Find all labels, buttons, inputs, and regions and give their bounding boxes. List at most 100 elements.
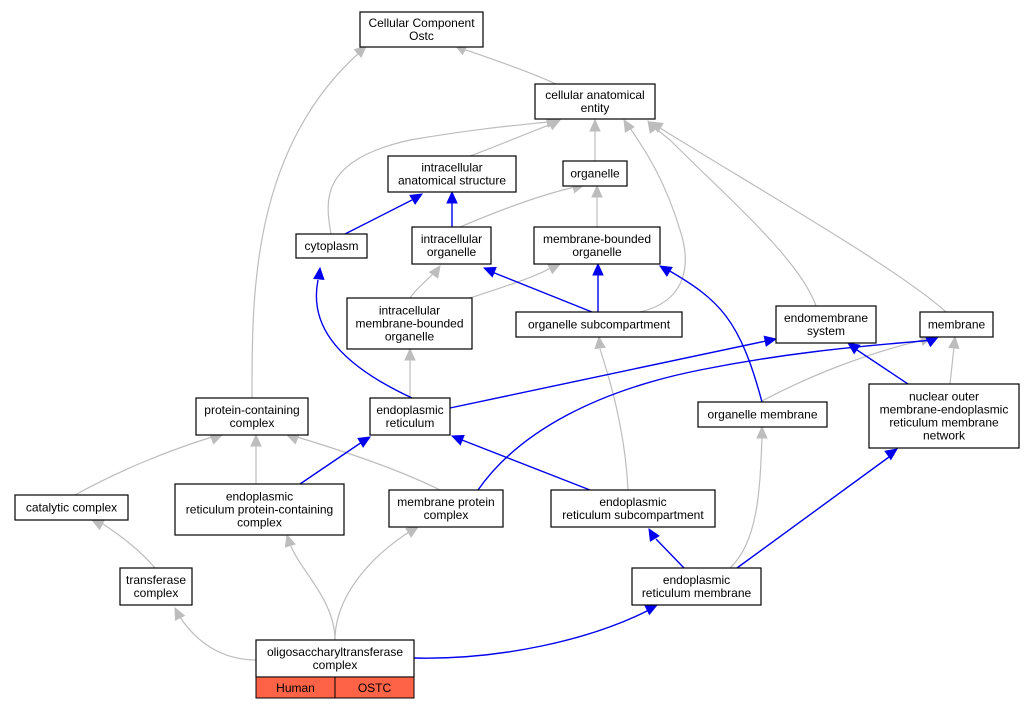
badge-label: OSTC — [358, 681, 392, 695]
part-of-edge — [313, 266, 413, 399]
is-a-edge — [284, 533, 336, 641]
part-of-edge — [592, 262, 604, 312]
node-label: endoplasmic — [663, 573, 730, 587]
node-label: endoplasmic — [599, 495, 666, 509]
is-a-edge — [623, 118, 686, 313]
arrowhead-icon — [623, 118, 635, 133]
is-a-edge — [647, 120, 817, 307]
arrowhead-icon — [649, 121, 664, 133]
node-box — [295, 233, 368, 259]
edge-line — [469, 123, 553, 157]
arrowhead-icon — [592, 262, 604, 276]
part-of-edge — [648, 527, 685, 569]
node-label: endoplasmic — [226, 490, 293, 504]
arrowhead-icon — [353, 45, 367, 58]
node-label: intracellular — [421, 161, 482, 175]
node-label: protein-containing — [204, 403, 299, 417]
node-label: network — [923, 429, 966, 443]
edge-line — [459, 186, 576, 228]
node-label: anatomical structure — [398, 174, 506, 188]
node-label: complex — [313, 658, 358, 672]
arrowhead-icon — [948, 335, 960, 350]
node-label: complex — [230, 416, 275, 430]
node-label: nuclear outer — [909, 390, 979, 404]
node-catalytic-complex[interactable]: catalytic complex — [14, 494, 129, 521]
node-nuclear-outer-membrane-er-network[interactable]: nuclear outermembrane-endoplasmicreticul… — [868, 383, 1020, 449]
node-box — [631, 567, 762, 606]
node-box — [119, 567, 193, 606]
arrowhead-icon — [547, 263, 562, 275]
node-label: membrane-bounded — [355, 317, 463, 331]
node-label: complex — [134, 586, 179, 600]
node-label: endomembrane — [784, 311, 868, 325]
is-a-edge — [251, 45, 367, 399]
node-label: complex — [237, 516, 282, 530]
node-label: catalytic complex — [26, 501, 117, 515]
node-box — [174, 483, 345, 536]
node-cytoplasm[interactable]: cytoplasm — [295, 233, 368, 259]
edge-line — [659, 127, 947, 313]
arrowhead-icon — [644, 604, 659, 616]
edge-line — [477, 339, 934, 491]
node-box — [255, 639, 415, 678]
node-box — [533, 226, 661, 265]
node-box — [14, 494, 129, 521]
node-organelle-membrane[interactable]: organelle membrane — [697, 401, 828, 428]
edge-line — [251, 51, 361, 399]
node-organelle-subcompartment[interactable]: organelle subcompartment — [515, 311, 683, 338]
is-a-edge — [453, 44, 557, 85]
arrowhead-icon — [313, 266, 325, 281]
edge-line — [729, 437, 763, 569]
arrowhead-icon — [756, 425, 768, 439]
node-organelle[interactable]: organelle — [562, 160, 628, 187]
node-label: membrane-bounded — [543, 232, 651, 246]
edge-line — [296, 436, 441, 491]
arrowhead-icon — [589, 118, 601, 132]
node-label: reticulum — [386, 416, 435, 430]
node-box — [697, 401, 828, 428]
edges-layer — [74, 44, 960, 661]
edge-line — [667, 269, 763, 403]
edge-line — [462, 48, 557, 85]
node-membrane[interactable]: membrane — [919, 311, 994, 338]
arrowhead-icon — [250, 433, 262, 447]
part-of-edge — [736, 448, 898, 569]
node-box — [562, 160, 628, 187]
is-a-edge — [334, 526, 420, 641]
node-label: cellular anatomical — [545, 88, 644, 102]
node-box — [534, 83, 656, 120]
arrowhead-icon — [450, 434, 465, 446]
edge-line — [469, 266, 553, 299]
arrowhead-icon — [763, 335, 778, 347]
part-of-edge — [446, 190, 458, 227]
node-box — [359, 11, 484, 48]
node-box — [388, 489, 504, 528]
node-box — [369, 397, 451, 436]
node-label: membrane-endoplasmic — [880, 403, 1009, 417]
arrowhead-icon — [482, 266, 497, 278]
arrowhead-icon — [446, 190, 458, 204]
edge-line — [327, 121, 549, 235]
badge-cell — [334, 676, 415, 699]
is-a-edge — [74, 433, 224, 496]
part-of-edge — [847, 342, 909, 385]
part-of-edge — [344, 193, 424, 235]
part-of-edge — [658, 265, 763, 403]
